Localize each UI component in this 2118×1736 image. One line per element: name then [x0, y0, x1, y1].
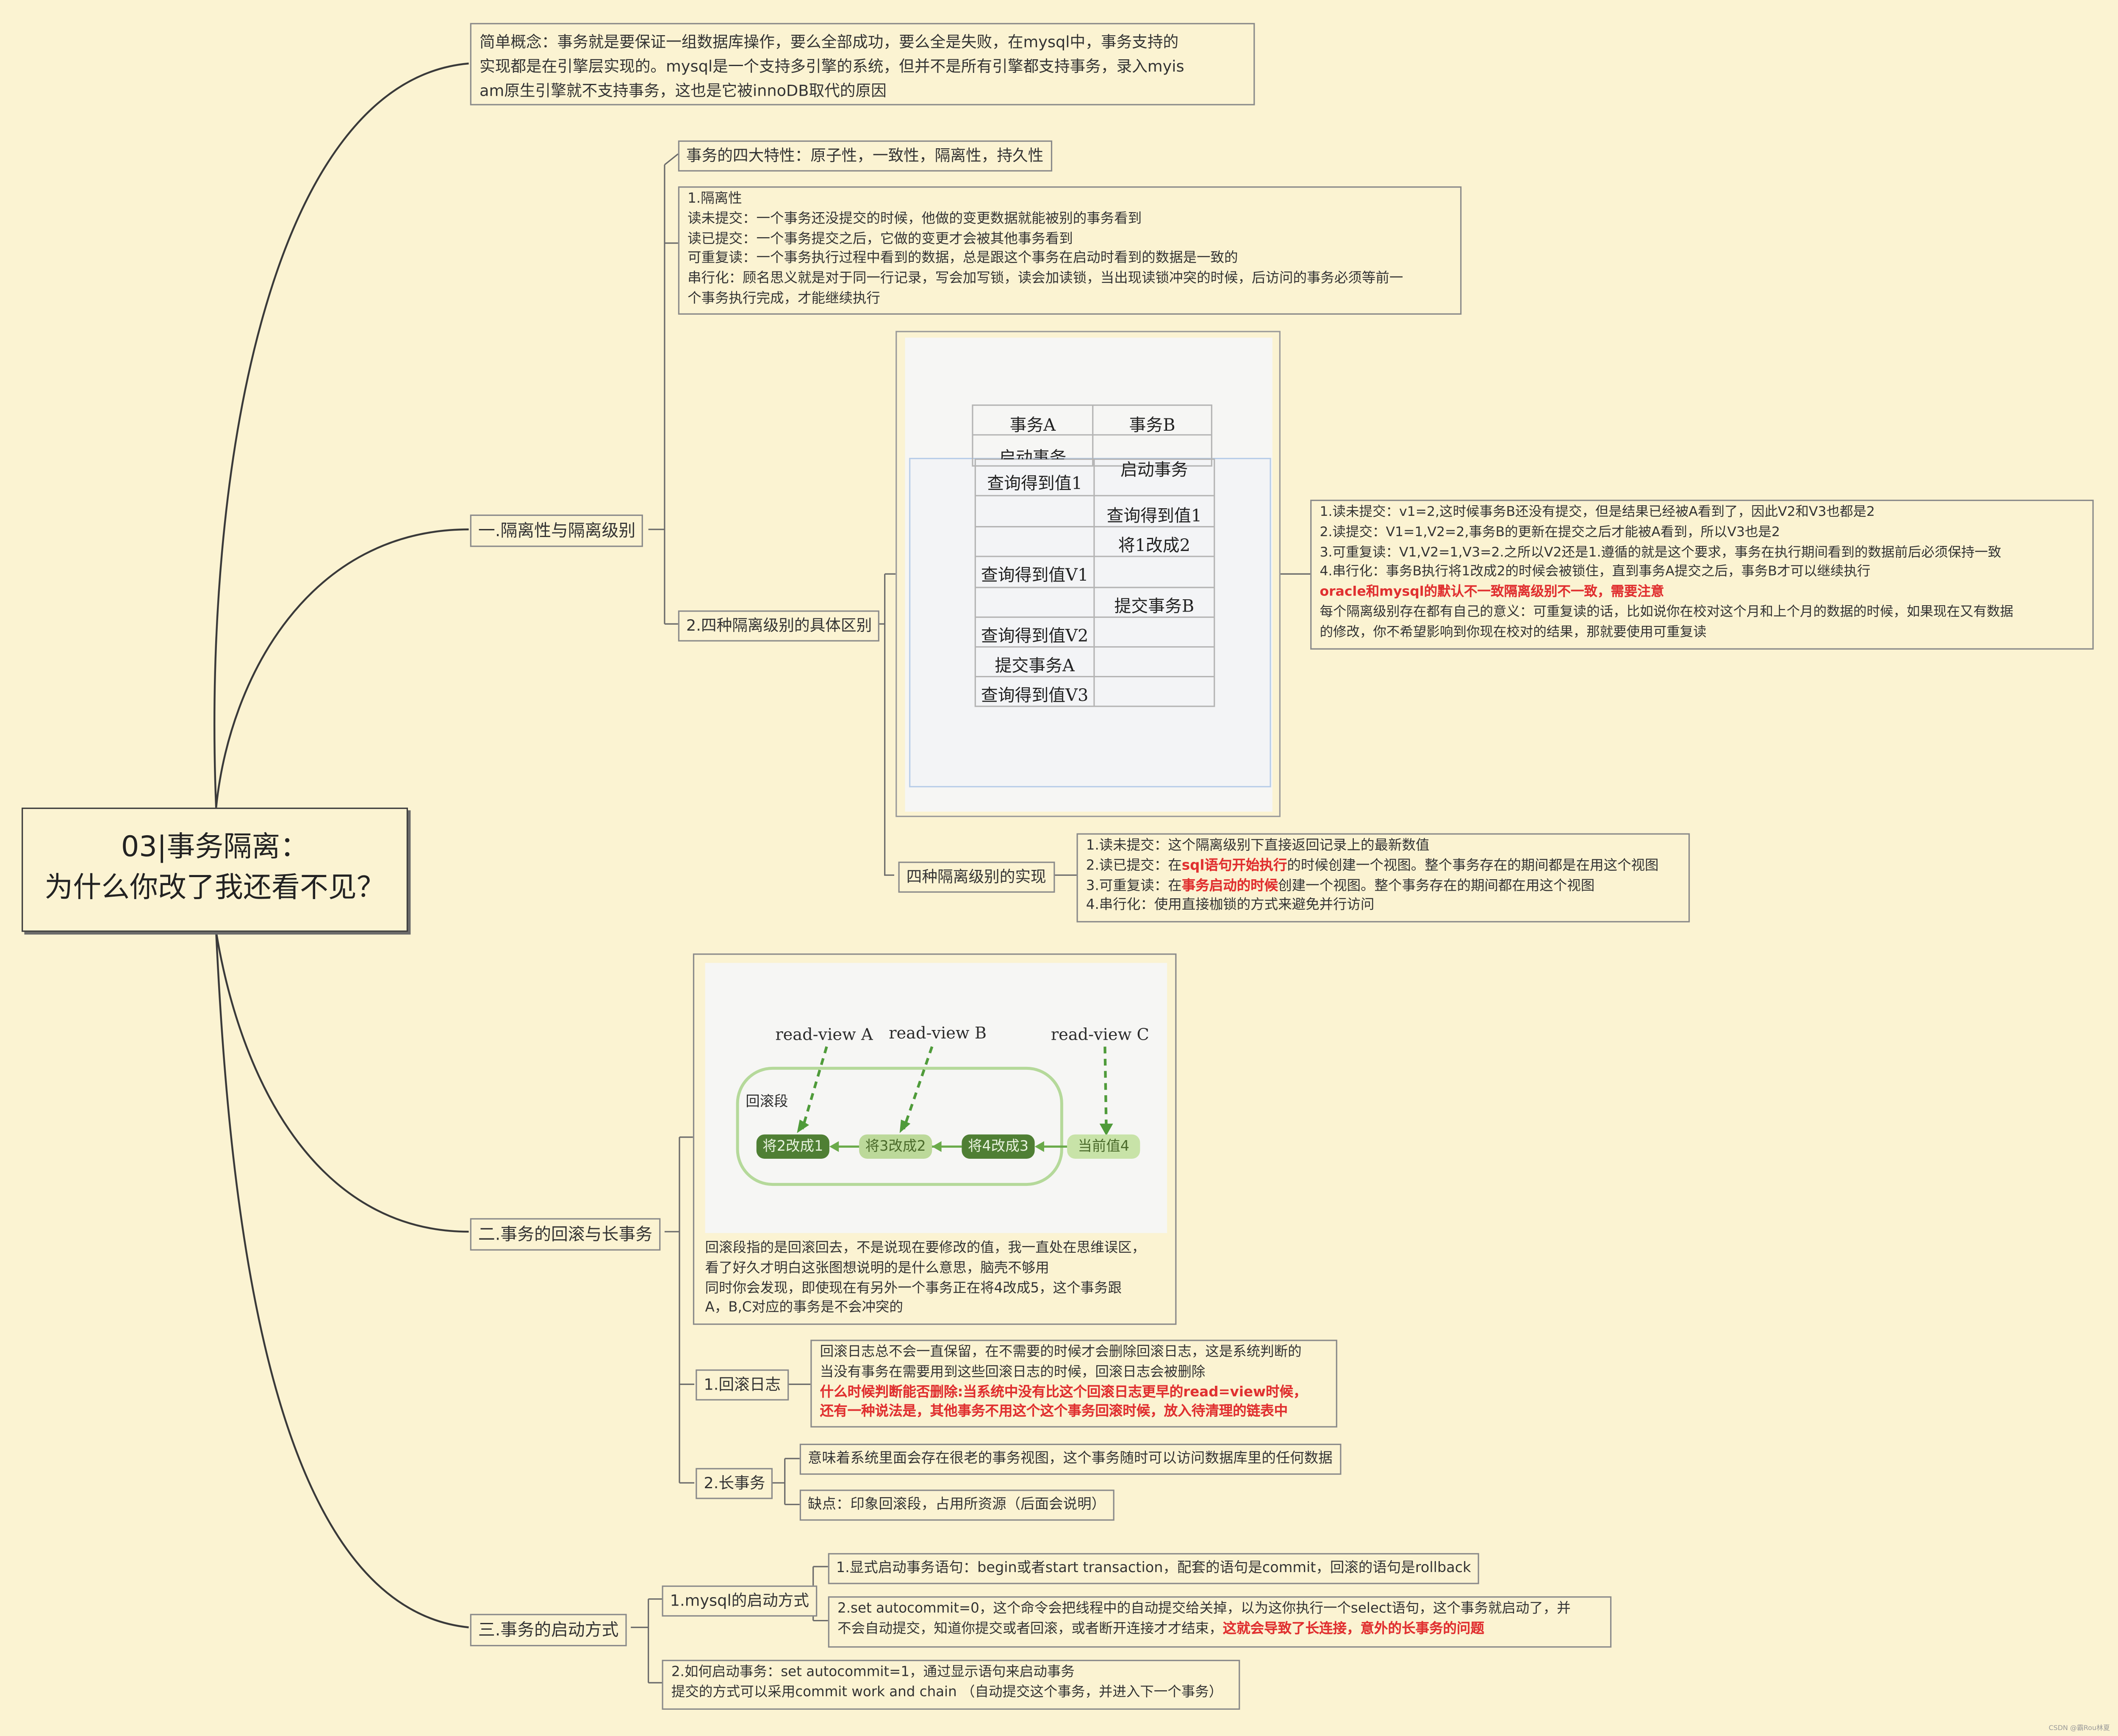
- connector-section2: [215, 931, 469, 1233]
- central-topic-line1: 03|事务隔离：: [121, 831, 309, 863]
- undo-log-notes: 回滚日志总不会一直保留，在不需要的时候才会删除回滚日志，这是系统判断的 当没有事…: [810, 1340, 1337, 1428]
- undo-note-2: 当没有事务在需要用到这些回滚日志的时候，回滚日志会被删除: [820, 1365, 1206, 1380]
- section2-title: 二.事务的回滚与长事务: [470, 1218, 661, 1251]
- undo-note-3: 什么时候判断能否删除:当系统中没有比这个回滚日志更早的read=view时候，: [820, 1385, 1307, 1400]
- table-head-b: 事务B: [1129, 414, 1175, 435]
- levels-note-6: 每个隔离级别存在都有自己的意义：可重复读的话，比如说你在校对这个月和上个月的数据…: [1320, 605, 2013, 620]
- isolation-line-6: 个事务执行完成，才能继续执行: [688, 291, 880, 307]
- table-start-b: 启动事务: [1120, 459, 1188, 480]
- read-view-c-label: read-view C: [1051, 1025, 1149, 1044]
- how-to-start-line-2: 提交的方式可以采用commit work and chain （自动提交这个事务…: [671, 1685, 1223, 1700]
- acid-properties-note: 事务的四大特性：原子性，一致性，隔离性，持久性: [678, 140, 1052, 172]
- connector-section3: [215, 932, 469, 1628]
- explicit-start-note: 1.显式启动事务语句：begin或者start transaction，配套的语…: [828, 1553, 1479, 1584]
- table-a-v1: 查询得到值V1: [981, 564, 1089, 585]
- table-b-query1: 查询得到值1: [1106, 505, 1202, 526]
- rollback-segment-label: 回滚段: [746, 1094, 788, 1110]
- table-a-v2: 查询得到值V2: [981, 625, 1089, 646]
- undo-node-1: 将2改成1: [756, 1134, 829, 1159]
- watermark: CSDN @霸Rou林夏: [2049, 1725, 2110, 1733]
- levels-note-warning: oracle和mysql的默认不一致隔离级别不一致，需要注意: [1320, 585, 1664, 600]
- long-transaction-note-2: 缺点：印象回滚段，占用所资源（后面会说明）: [799, 1490, 1114, 1521]
- read-view-diagram: read-view A read-view B read-view C 回滚段 …: [705, 963, 1167, 1233]
- impl-note-4: 4.串行化：使用直接枷锁的方式来避免并行访问: [1086, 898, 1375, 914]
- transaction-table-grid: [972, 404, 1215, 707]
- isolation-line-3: 读已提交：一个事务提交之后，它做的变更才会被其他事务看到: [688, 232, 1073, 247]
- table-a-query1: 查询得到值1: [987, 473, 1082, 493]
- impl-note-3: 3.可重复读：在事务启动的时候创建一个视图。整个事务存在的期间都在用这个视图: [1086, 878, 1595, 894]
- rollback-note: read-view A read-view B read-view C 回滚段 …: [693, 953, 1177, 1325]
- central-topic-line2: 为什么你改了我还看不见？: [44, 871, 385, 904]
- impl-note-1: 1.读未提交：这个隔离级别下直接返回记录上的最新数值: [1086, 839, 1430, 854]
- levels-note-4: 4.串行化：事务B执行将1改成2的时候会被锁住，直到事务A提交之后，事务B才可以…: [1320, 565, 1871, 580]
- read-view-arrows: [736, 1046, 1113, 1186]
- isolation-line-2: 读未提交：一个事务还没提交的时候，他做的变更数据就能被别的事务看到: [688, 211, 1142, 227]
- rollback-caption-line-1: 回滚段指的是回滚回去，不是说现在要修改的值，我一直处在思维误区，: [705, 1241, 1146, 1256]
- isolation-definitions-note: 1.隔离性 读未提交：一个事务还没提交的时候，他做的变更数据就能被别的事务看到 …: [678, 186, 1462, 315]
- current-value-node: 当前值4: [1067, 1134, 1140, 1159]
- mysql-start-title: 1.mysql的启动方式: [662, 1585, 818, 1617]
- connector-concept: [213, 62, 469, 808]
- section3-title: 三.事务的启动方式: [470, 1614, 627, 1647]
- undo-note-4: 还有一种说法是，其他事务不用这个这个事务回滚时候，放入待清理的链表中: [820, 1405, 1288, 1420]
- central-topic: 03|事务隔离： 为什么你改了我还看不见？: [22, 807, 408, 932]
- connector-section1: [215, 528, 469, 808]
- rollback-caption-line-3: 同时你会发现，即使现在有另外一个事务正在将4改成5，这个事务跟: [705, 1281, 1122, 1296]
- table-b-commit: 提交事务B: [1114, 595, 1195, 616]
- undo-node-3: 将4改成3: [962, 1134, 1035, 1159]
- levels-note-7: 的修改，你不希望影响到你现在校对的结果，那就要使用可重复读: [1320, 625, 1707, 640]
- table-head-a: 事务A: [1009, 414, 1056, 435]
- concept-line-3: am原生引擎就不支持事务，这也是它被innoDB取代的原因: [480, 81, 887, 100]
- implementation-title: 四种隔离级别的实现: [898, 861, 1054, 893]
- implementation-notes: 1.读未提交：这个隔离级别下直接返回记录上的最新数值 2.读已提交：在sql语句…: [1076, 833, 1690, 922]
- levels-note-1: 1.读未提交：v1=2,这时候事务B还没有提交，但是结果已经被A看到了，因此V2…: [1320, 505, 1875, 520]
- undo-note-1: 回滚日志总不会一直保留，在不需要的时候才会删除回滚日志，这是系统判断的: [820, 1345, 1302, 1360]
- undo-node-2: 将3改成2: [859, 1134, 932, 1159]
- how-to-start-note: 2.如何启动事务：set autocommit=1，通过显示语句来启动事务 提交…: [662, 1660, 1240, 1710]
- concept-line-2: 实现都是在引擎层实现的。mysql是一个支持多引擎的系统，但并不是所有引擎都支持…: [480, 56, 1184, 76]
- autocommit-line-2: 不会自动提交，知道你提交或者回滚，或者断开连接才才结束，这就会导致了长连接，意外…: [837, 1622, 1484, 1637]
- how-to-start-line-1: 2.如何启动事务：set autocommit=1，通过显示语句来启动事务: [671, 1665, 1075, 1680]
- table-a-v3: 查询得到值V3: [981, 684, 1089, 705]
- long-transaction-note-1: 意味着系统里面会存在很老的事务视图，这个事务随时可以访问数据库里的任何数据: [799, 1443, 1341, 1475]
- long-transaction-title: 2.长事务: [696, 1468, 773, 1499]
- concept-line-1: 简单概念：事务就是要保证一组数据库操作，要么全部成功，要么全是失败，在mysql…: [480, 32, 1179, 52]
- isolation-levels-title: 2.四种隔离级别的具体区别: [678, 610, 880, 642]
- table-start-a: 启动事务: [999, 447, 1067, 460]
- autocommit-note: 2.set autocommit=0，这个命令会把线程中的自动提交给关掉，以为这…: [828, 1596, 1612, 1648]
- levels-note-2: 2.读提交：V1=1,V2=2,事务B的更新在提交之后才能被A看到，所以V3也是…: [1320, 525, 1780, 540]
- autocommit-line-1: 2.set autocommit=0，这个命令会把线程中的自动提交给关掉，以为这…: [837, 1601, 1571, 1617]
- undo-log-title: 1.回滚日志: [696, 1369, 789, 1401]
- isolation-line-1: 1.隔离性: [688, 191, 742, 207]
- concept-note: 简单概念：事务就是要保证一组数据库操作，要么全部成功，要么全是失败，在mysql…: [470, 23, 1255, 105]
- impl-note-2: 2.读已提交：在sql语句开始执行的时候创建一个视图。整个事务存在的期间都是在用…: [1086, 858, 1659, 874]
- isolation-line-5: 串行化：顾名思义就是对于同一行记录，写会加写锁，读会加读锁，当出现读锁冲突的时候…: [688, 271, 1403, 287]
- read-view-b-label: read-view B: [889, 1024, 987, 1043]
- section1-title: 一.隔离性与隔离级别: [470, 514, 644, 547]
- rollback-caption: 回滚段指的是回滚回去，不是说现在要修改的值，我一直处在思维误区， 看了好久才明白…: [705, 1240, 1171, 1320]
- isolation-line-4: 可重复读：一个事务执行过程中看到的数据，总是跟这个事务在启动时看到的数据是一致的: [688, 252, 1238, 267]
- rollback-caption-line-2: 看了好久才明白这张图想说明的是什么意思，脑壳不够用: [705, 1261, 1049, 1276]
- read-view-a-label: read-view A: [775, 1025, 873, 1044]
- table-b-update: 将1改成2: [1118, 534, 1190, 555]
- table-a-commit: 提交事务A: [995, 655, 1075, 676]
- isolation-example-image: 事务A 事务B 启动事务 查询得到值1 启动事务 查询得到值1 将1改成2 查询…: [895, 331, 1281, 817]
- rollback-caption-line-4: A，B,C对应的事务是不会冲突的: [705, 1301, 903, 1316]
- isolation-levels-notes: 1.读未提交：v1=2,这时候事务B还没有提交，但是结果已经被A看到了，因此V2…: [1310, 499, 2094, 650]
- levels-note-3: 3.可重复读：V1,V2=1,V3=2.之所以V2还是1.遵循的就是这个要求，事…: [1320, 545, 2002, 560]
